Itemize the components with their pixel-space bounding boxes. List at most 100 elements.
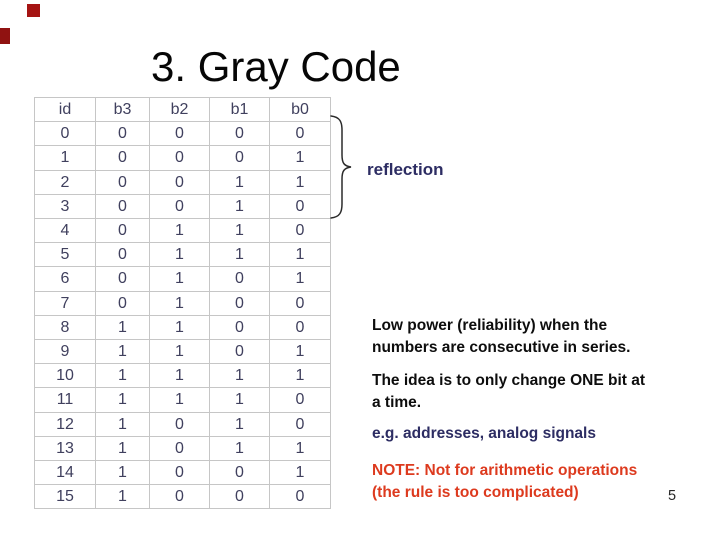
table-cell: 1 bbox=[149, 290, 210, 316]
table-cell: 0 bbox=[34, 121, 96, 147]
table-cell: 0 bbox=[209, 314, 270, 341]
corner-decoration-square bbox=[27, 4, 40, 17]
table-cell: 1 bbox=[95, 484, 150, 510]
table-cell: 0 bbox=[269, 484, 331, 510]
table-cell: 0 bbox=[269, 314, 331, 341]
table-cell: 1 bbox=[149, 339, 210, 365]
table-cell: 7 bbox=[34, 290, 96, 316]
table-cell: 0 bbox=[209, 145, 270, 171]
table-cell: 2 bbox=[34, 169, 96, 195]
table-cell: 0 bbox=[149, 193, 210, 220]
table-cell: 0 bbox=[269, 411, 331, 437]
note-examples: e.g. addresses, analog signals bbox=[372, 425, 596, 442]
table-cell: 0 bbox=[269, 290, 331, 316]
table-cell: 0 bbox=[149, 460, 210, 486]
table-cell: 0 bbox=[269, 218, 331, 244]
table-cell: 1 bbox=[34, 145, 96, 171]
table-cell: 0 bbox=[209, 339, 270, 365]
page-title: 3. Gray Code bbox=[151, 43, 401, 90]
table-cell: 0 bbox=[149, 435, 210, 462]
table-cell: 0 bbox=[149, 169, 210, 195]
table-cell: 1 bbox=[149, 387, 210, 413]
table-header-cell: b3 bbox=[95, 96, 150, 123]
table-cell: 1 bbox=[269, 339, 331, 365]
table-cell: 1 bbox=[149, 314, 210, 341]
table-header-cell: id bbox=[34, 96, 96, 123]
table-header-cell: b1 bbox=[209, 96, 270, 123]
table-cell: 1 bbox=[269, 145, 331, 171]
table-cell: 9 bbox=[34, 339, 96, 365]
table-cell: 1 bbox=[209, 411, 270, 437]
table-cell: 1 bbox=[149, 218, 210, 244]
table-cell: 10 bbox=[34, 363, 96, 389]
table-cell: 13 bbox=[34, 435, 96, 462]
table-cell: 1 bbox=[95, 363, 150, 389]
table-header-cell: b2 bbox=[149, 96, 210, 123]
table-cell: 1 bbox=[269, 169, 331, 195]
table-cell: 1 bbox=[269, 363, 331, 389]
table-cell: 0 bbox=[95, 121, 150, 147]
table-cell: 1 bbox=[269, 266, 331, 292]
note-warning: NOTE: Not for arithmetic operations (the… bbox=[372, 462, 638, 501]
table-cell: 1 bbox=[269, 460, 331, 486]
table-cell: 15 bbox=[34, 484, 96, 510]
table-cell: 0 bbox=[95, 266, 150, 292]
table-cell: 5 bbox=[34, 242, 96, 268]
table-cell: 1 bbox=[95, 411, 150, 437]
table-cell: 0 bbox=[209, 460, 270, 486]
page-number: 5 bbox=[668, 488, 677, 504]
table-cell: 0 bbox=[149, 145, 210, 171]
table-cell: 8 bbox=[34, 314, 96, 341]
table-cell: 6 bbox=[34, 266, 96, 292]
corner-decoration-square bbox=[0, 28, 10, 44]
table-cell: 0 bbox=[95, 145, 150, 171]
table-cell: 0 bbox=[149, 411, 210, 437]
table-cell: 0 bbox=[149, 484, 210, 510]
table-cell: 0 bbox=[209, 121, 270, 147]
table-cell: 1 bbox=[209, 387, 270, 413]
note-one-bit: The idea is to only change ONE bit at a … bbox=[372, 372, 646, 411]
table-cell: 1 bbox=[95, 339, 150, 365]
table-header-cell: b0 bbox=[269, 96, 331, 123]
table-cell: 1 bbox=[209, 242, 270, 268]
table-cell: 0 bbox=[269, 193, 331, 220]
table-cell: 1 bbox=[209, 218, 270, 244]
table-cell: 0 bbox=[209, 484, 270, 510]
table-cell: 4 bbox=[34, 218, 96, 244]
table-cell: 14 bbox=[34, 460, 96, 486]
table-cell: 0 bbox=[95, 169, 150, 195]
table-cell: 1 bbox=[209, 363, 270, 389]
table-cell: 1 bbox=[209, 193, 270, 220]
table-cell: 1 bbox=[269, 435, 331, 462]
table-cell: 1 bbox=[95, 435, 150, 462]
table-cell: 1 bbox=[149, 363, 210, 389]
table-cell: 1 bbox=[95, 460, 150, 486]
table-cell: 1 bbox=[95, 314, 150, 341]
table-cell: 1 bbox=[149, 242, 210, 268]
table-cell: 0 bbox=[209, 290, 270, 316]
table-cell: 0 bbox=[95, 242, 150, 268]
table-cell: 3 bbox=[34, 193, 96, 220]
table-cell: 0 bbox=[209, 266, 270, 292]
table-cell: 1 bbox=[149, 266, 210, 292]
reflection-label: reflection bbox=[367, 160, 444, 179]
table-cell: 11 bbox=[34, 387, 96, 413]
table-cell: 1 bbox=[209, 169, 270, 195]
table-cell: 0 bbox=[269, 387, 331, 413]
table-cell: 12 bbox=[34, 411, 96, 437]
reflection-brace bbox=[330, 115, 352, 219]
